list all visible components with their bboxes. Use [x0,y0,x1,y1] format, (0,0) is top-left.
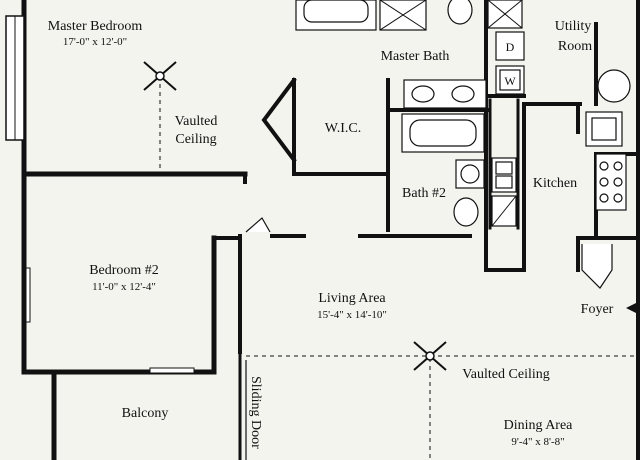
bedroom-window [5,15,25,141]
ceiling-fan-master [143,61,177,91]
master-bath-label: Master Bath [381,49,450,64]
washer: W [495,65,525,95]
closet-door-swing [245,217,271,233]
vaulted-ceiling-label: Vaulted Ceiling [462,367,550,382]
bath2-toilet [453,197,479,227]
bedroom2-window [25,267,31,323]
master-bathtub [295,0,377,31]
dining-area-label: Dining Area [504,418,574,433]
range [595,153,627,211]
utility-label-2: Room [558,39,592,54]
bath2-sink [455,159,485,189]
master-toilet [447,0,473,25]
balcony-label: Balcony [122,406,169,421]
sliding-door [238,352,247,460]
dining-area-dims: 9'-4" x 8'-8" [511,436,564,448]
master-vanity [403,79,487,109]
dryer-label: D [506,40,515,54]
utility-label-1: Utility [555,19,592,34]
refrigerator [585,111,623,147]
bath2-tub [401,113,485,153]
foyer-door [581,244,613,289]
water-heater [597,69,631,103]
master-bedroom-label: Master Bedroom [48,19,143,34]
entry-arrow [626,302,638,314]
foyer-label: Foyer [581,302,614,317]
exterior-walls [21,0,640,460]
washer-label: W [504,74,516,88]
living-area-dims: 15'-4" x 14'-10" [317,309,387,321]
kitchen-sink [491,157,517,193]
living-area-label: Living Area [318,291,386,306]
dishwasher [491,195,517,227]
utility-shelves [487,0,523,29]
bath2-label: Bath #2 [402,186,446,201]
wic-label: W.I.C. [325,121,361,136]
master-vaulted-label-2: Ceiling [175,132,216,147]
dryer: D [495,31,525,61]
bedroom2-label: Bedroom #2 [89,263,159,278]
master-bedroom-dims: 17'-0" x 12'-0" [63,36,127,48]
bedroom2-dims: 11'-0" x 12'-4" [92,281,156,293]
kitchen-label: Kitchen [533,176,577,191]
balcony-window [149,367,195,374]
sliding-door-label: Sliding Door [248,376,263,449]
ceiling-fan-living [413,341,447,371]
master-shower [379,0,427,31]
master-vaulted-label-1: Vaulted [175,114,218,129]
